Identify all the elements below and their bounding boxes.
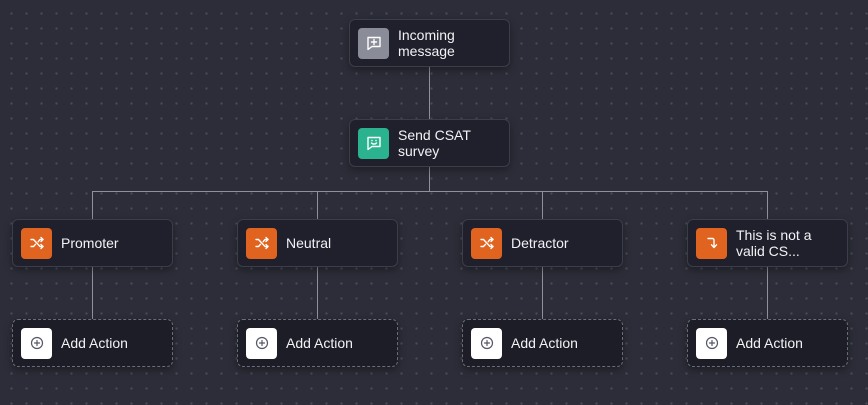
survey-node-label: Send CSAT survey [398,127,471,159]
branch-label: Detractor [511,235,569,251]
branch-label: This is not a valid CS... [736,227,812,259]
plus-circle-icon [21,327,52,359]
plus-circle-icon [471,327,502,359]
branch-node-neutral[interactable]: Neutral [237,219,398,267]
add-action-button[interactable]: Add Action [687,319,848,367]
trigger-node-label: Incoming message [398,27,455,59]
branch-node-promoter[interactable]: Promoter [12,219,173,267]
add-action-label: Add Action [61,335,128,351]
shuffle-icon [21,227,52,259]
plus-circle-icon [246,327,277,359]
add-action-button[interactable]: Add Action [237,319,398,367]
add-action-button[interactable]: Add Action [462,319,623,367]
plus-circle-icon [696,327,727,359]
shuffle-icon [246,227,277,259]
branch-label: Promoter [61,235,119,251]
branch-label: Neutral [286,235,332,251]
add-action-button[interactable]: Add Action [12,319,173,367]
shuffle-icon [471,227,502,259]
action-node-send-csat-survey[interactable]: Send CSAT survey [349,119,510,167]
message-plus-icon [358,27,389,59]
branch-node-detractor[interactable]: Detractor [462,219,623,267]
branch-node-invalid-csat[interactable]: This is not a valid CS... [687,219,848,267]
arrow-turn-down-icon [696,227,727,259]
trigger-node-incoming-message[interactable]: Incoming message [349,19,510,67]
add-action-label: Add Action [286,335,353,351]
add-action-label: Add Action [736,335,803,351]
add-action-label: Add Action [511,335,578,351]
message-smile-icon [358,127,389,159]
